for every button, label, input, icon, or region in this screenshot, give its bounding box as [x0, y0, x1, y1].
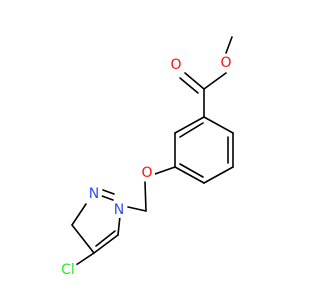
atom-oxygen-ether: O: [139, 165, 155, 181]
bond-c4-c5: [93, 234, 119, 254]
bond-oester-ccarbonyl: [203, 72, 227, 90]
atom-label-n2: N: [89, 186, 99, 202]
bond-c3-c4: [71, 224, 95, 254]
atom-oxygen-carbonyl: O: [168, 57, 184, 73]
bond-c5-n1: [117, 215, 121, 236]
atom-label-cl: Cl: [61, 262, 75, 278]
bonds: [71, 36, 234, 266]
bond-oether-ch2: [144, 181, 147, 212]
bond-ring-4: [174, 166, 205, 184]
atom-oxygen-ester: O: [218, 55, 234, 71]
bond-c4-c5-b: [95, 230, 116, 247]
bond-ring-6: [174, 116, 205, 134]
bond-ring-3: [203, 166, 234, 184]
bond-c4-cl: [75, 252, 95, 266]
atom-labels: O O O N N Cl: [58, 55, 234, 280]
bond-methyl-oester: [225, 36, 233, 54]
atom-label-o-ether: O: [141, 165, 152, 181]
bond-ring-4b: [179, 163, 204, 178]
chemical-structure: O O O N N Cl: [58, 36, 234, 280]
atom-chlorine: Cl: [58, 260, 78, 280]
atom-nitrogen-2: N: [86, 186, 102, 202]
atom-nitrogen-1: N: [111, 202, 127, 218]
atom-label-n1: N: [114, 202, 124, 218]
bond-ccarbonyl-ocarbonyl: [184, 72, 205, 90]
bond-ring-6b: [179, 122, 204, 138]
bond-n2-c3: [71, 203, 87, 226]
atom-label-o-ester: O: [220, 55, 231, 71]
bond-ring-1: [203, 116, 234, 134]
bond-ring-oether: [154, 166, 176, 175]
bond-n1-n2: [101, 195, 114, 201]
bond-n1-n2-b: [102, 189, 115, 195]
atom-label-o-carbonyl: O: [170, 57, 181, 73]
bond-ccarbonyl-ocarbonyl-2: [179, 77, 199, 94]
bond-ch2-n1: [127, 206, 147, 212]
